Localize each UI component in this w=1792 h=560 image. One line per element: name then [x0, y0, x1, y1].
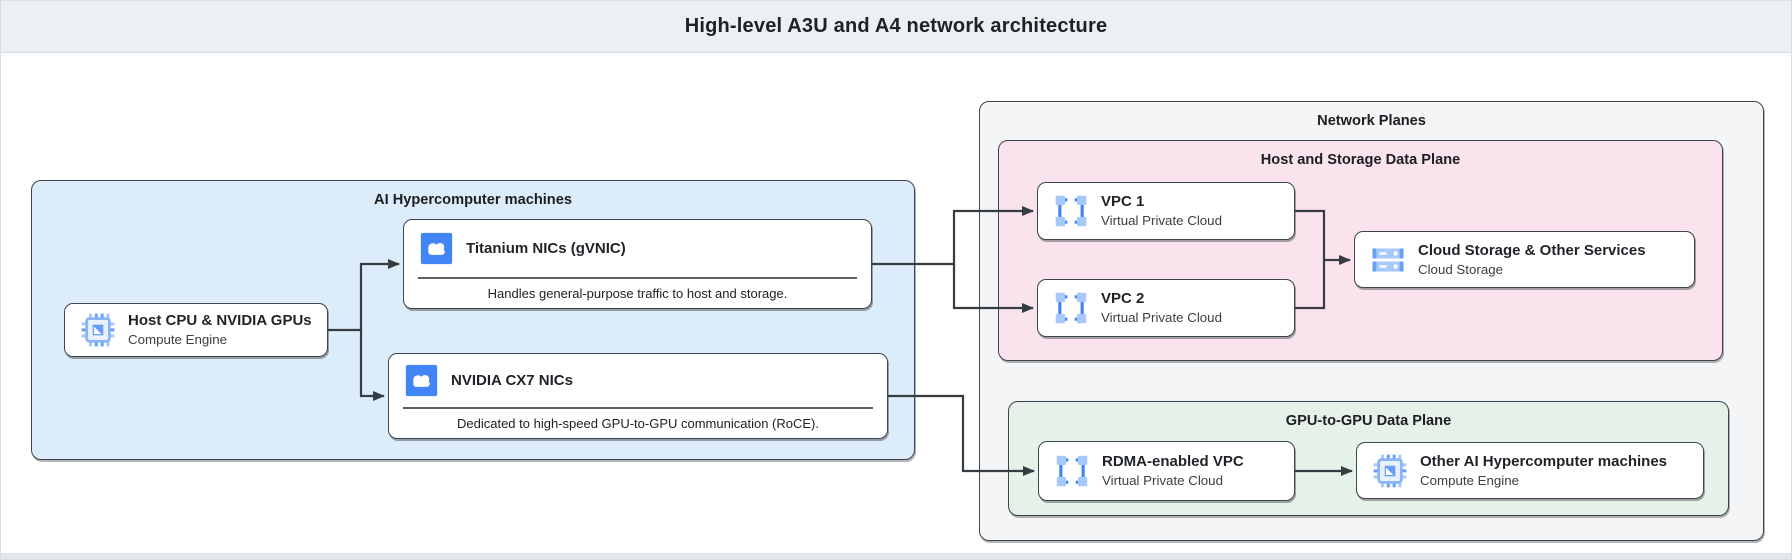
- node-rdma-enabled-vpc: RDMA-enabled VPC Virtual Private Cloud: [1038, 441, 1295, 501]
- vpc-icon: [1054, 194, 1088, 228]
- node-subtitle: Compute Engine: [128, 332, 228, 348]
- node-title: NVIDIA CX7 NICs: [451, 372, 573, 389]
- bottom-edge-strip: [1, 553, 1791, 559]
- vpc-icon: [1055, 454, 1089, 488]
- cloud-nic-icon: [420, 232, 453, 265]
- group-label-host-storage: Host and Storage Data Plane: [1260, 152, 1461, 168]
- node-titanium-nics: Titanium NICs (gVNIC) Handles general-pu…: [403, 219, 872, 309]
- page-title: High-level A3U and A4 network architectu…: [684, 15, 1108, 37]
- cloud-storage-icon: [1371, 245, 1405, 275]
- node-title: VPC 1: [1101, 193, 1145, 211]
- cloud-nic-icon: [405, 364, 438, 397]
- node-subtitle: Virtual Private Cloud: [1101, 310, 1222, 326]
- node-vpc-1: VPC 1 Virtual Private Cloud: [1037, 182, 1295, 240]
- node-title: RDMA-enabled VPC: [1102, 453, 1244, 471]
- compute-engine-icon: [1373, 454, 1407, 488]
- node-cloud-storage: Cloud Storage & Other Services Cloud Sto…: [1354, 231, 1695, 288]
- node-title: Cloud Storage & Other Services: [1418, 241, 1646, 259]
- node-subtitle: Cloud Storage: [1418, 261, 1504, 277]
- node-title: VPC 2: [1101, 290, 1145, 308]
- node-title: Host CPU & NVIDIA GPUs: [128, 312, 312, 330]
- node-nvidia-cx7-nics: NVIDIA CX7 NICs Dedicated to high-speed …: [388, 353, 888, 439]
- node-subtitle: Compute Engine: [1420, 472, 1520, 488]
- node-other-ai-hypercomputer-machines: Other AI Hypercomputer machines Compute …: [1356, 442, 1704, 499]
- node-subtitle: Virtual Private Cloud: [1101, 213, 1222, 229]
- node-description: Dedicated to high-speed GPU-to-GPU commu…: [457, 416, 819, 431]
- compute-engine-icon: [81, 313, 115, 347]
- header-bar: High-level A3U and A4 network architectu…: [1, 1, 1791, 53]
- node-vpc-2: VPC 2 Virtual Private Cloud: [1037, 279, 1295, 337]
- divider: [418, 277, 857, 279]
- divider: [403, 407, 873, 409]
- node-title: Other AI Hypercomputer machines: [1420, 452, 1668, 470]
- group-label-gpu-plane: GPU-to-GPU Data Plane: [1285, 413, 1452, 429]
- node-description: Handles general-purpose traffic to host …: [487, 286, 788, 301]
- vpc-icon: [1054, 291, 1088, 325]
- group-label-ai-machines: AI Hypercomputer machines: [374, 192, 572, 208]
- group-label-network-planes: Network Planes: [1317, 113, 1426, 129]
- node-host-cpu: Host CPU & NVIDIA GPUs Compute Engine: [64, 303, 328, 357]
- node-title: Titanium NICs (gVNIC): [466, 240, 626, 257]
- node-subtitle: Virtual Private Cloud: [1102, 473, 1223, 489]
